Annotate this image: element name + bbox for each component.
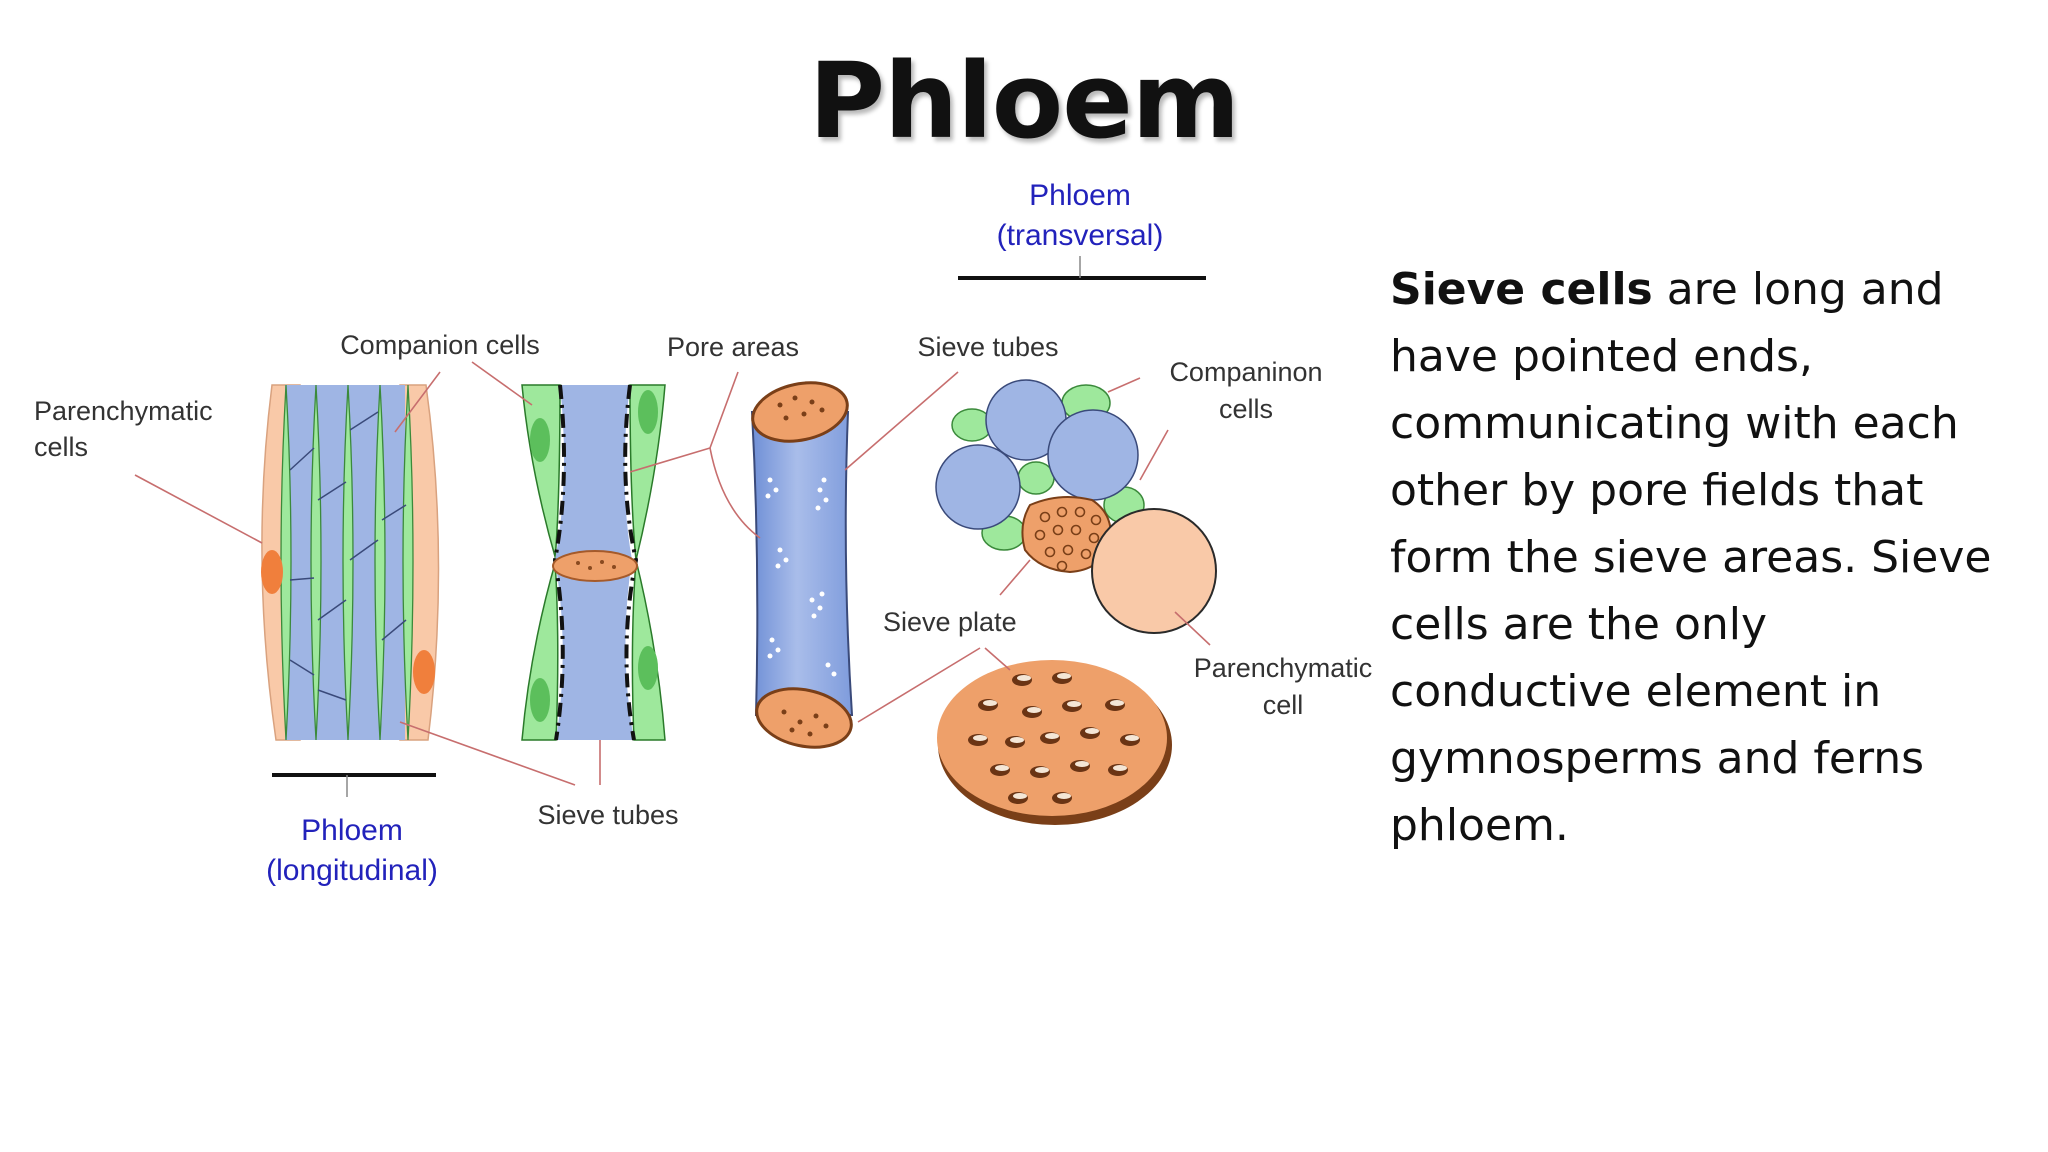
longitudinal-section <box>261 384 440 797</box>
label-companinon-cells: cells <box>1219 394 1273 424</box>
companion-nucleus <box>530 678 550 722</box>
diagram-labels: Phloem (transversal) Companion cells Por… <box>34 179 1372 887</box>
companion-nucleus <box>638 646 658 690</box>
sieve-tube-cylinder <box>750 381 854 749</box>
nucleus-left <box>261 550 283 594</box>
label-companion-cells: Companion cells <box>340 330 540 360</box>
label-phloem-longitudinal: Phloem <box>301 814 403 847</box>
nucleus-right <box>413 650 435 694</box>
transversal-section <box>935 256 1217 634</box>
label-phloem-longitudinal-sub: (longitudinal) <box>266 854 438 887</box>
label-sieve-plate: Sieve plate <box>883 607 1017 637</box>
sieve-tubes-cross <box>935 379 1139 530</box>
longitudinal-cell-walls <box>289 411 407 701</box>
leader-lines <box>134 361 1211 786</box>
companion-nucleus <box>638 390 658 434</box>
description-paragraph: Sieve cells are long and have pointed en… <box>1390 256 2010 859</box>
label-parenchymatic-cells-sub: cells <box>34 432 88 462</box>
label-parenchymatic-cell: Parenchymatic <box>1194 653 1373 683</box>
label-companinon: Companinon <box>1169 357 1322 387</box>
label-parenchymatic-cells: Parenchymatic <box>34 396 213 426</box>
label-sieve-tubes-bottom: Sieve tubes <box>537 800 678 830</box>
slide-title: Phloem <box>808 40 1240 162</box>
sieve-plate-face <box>937 660 1172 825</box>
companion-nucleus <box>530 418 550 462</box>
parenchymatic-cell-cross <box>1091 508 1217 634</box>
label-phloem-transversal-sub: (transversal) <box>997 219 1164 252</box>
sieve-element-detail <box>521 384 666 741</box>
label-phloem-transversal: Phloem <box>1029 179 1131 212</box>
label-pore-areas: Pore areas <box>667 332 799 362</box>
sieve-plate-top <box>751 381 849 443</box>
description-bold-term: Sieve cells <box>1390 264 1653 315</box>
sieve-plate-middle <box>552 550 638 582</box>
companion-cells-strands <box>280 384 414 741</box>
label-sieve-tubes-top: Sieve tubes <box>917 332 1058 362</box>
sieve-plate-bottom <box>755 687 853 749</box>
label-parenchymatic-cell-sub: cell <box>1263 690 1304 720</box>
description-text: are long and have pointed ends, communic… <box>1390 264 1992 851</box>
